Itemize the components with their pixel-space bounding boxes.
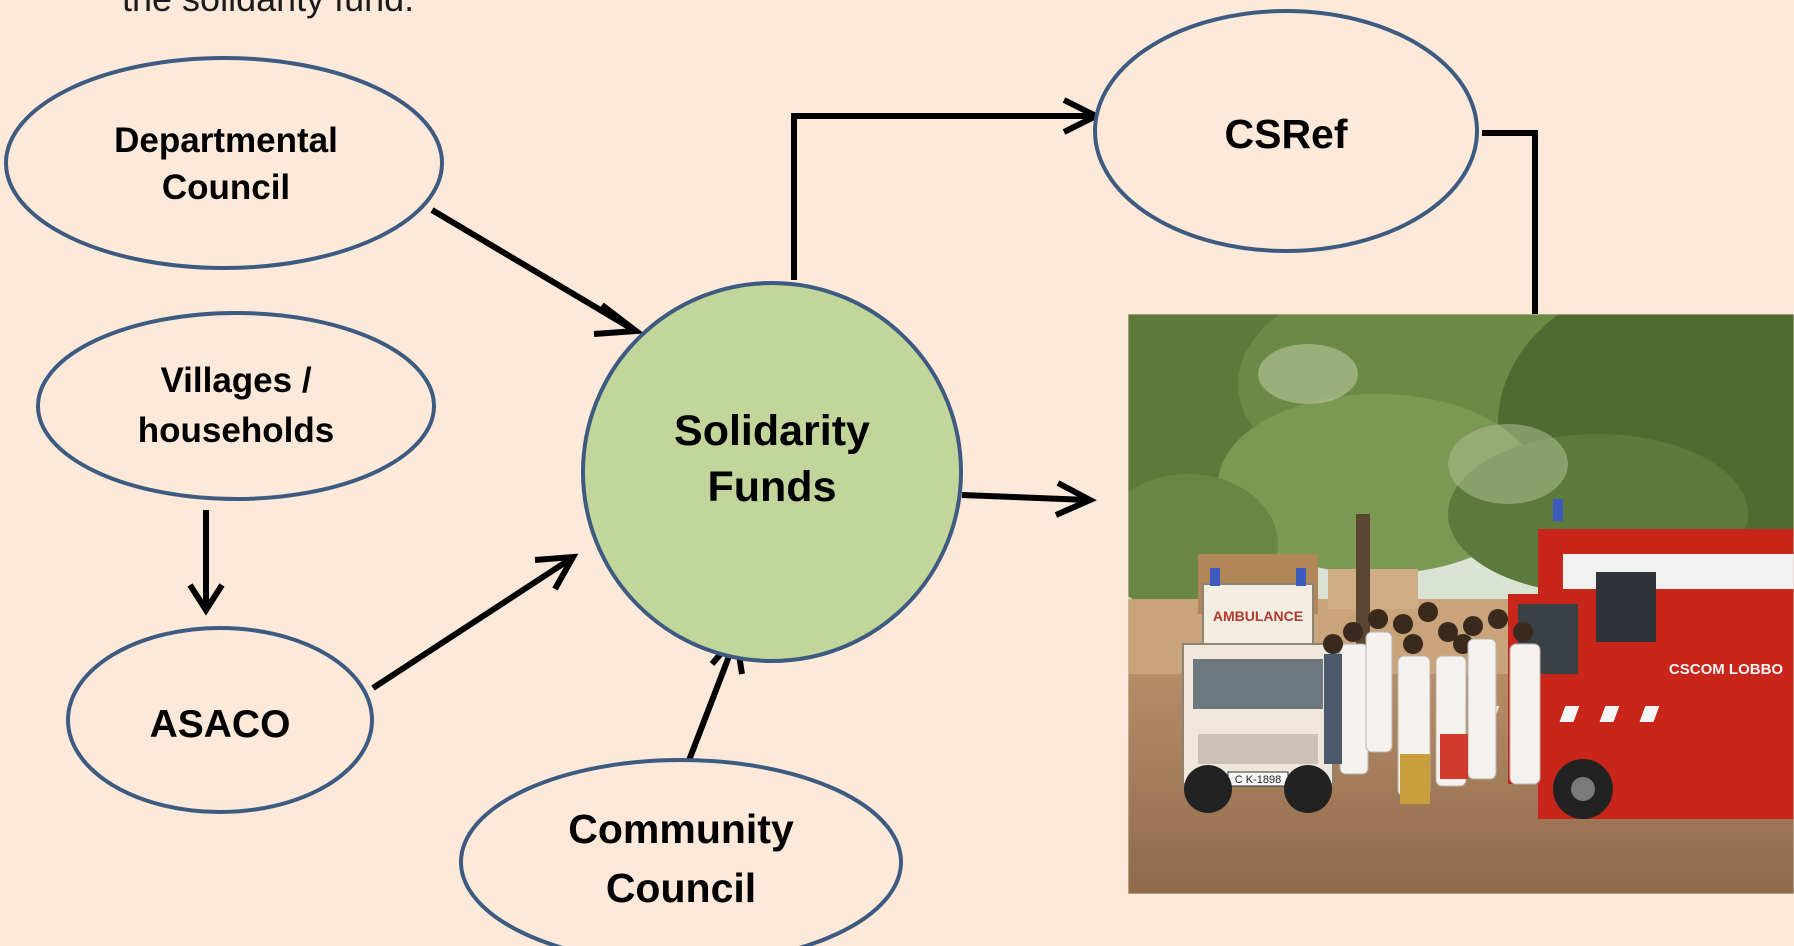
tree-canopy [1128,314,1794,614]
slide-header-text: the solidarity fund. [122,0,414,20]
community-council-label-line2: Council [606,865,756,911]
departmental-council-label-line1: Departmental [114,121,338,160]
node-villages-households: Villages / households [36,311,436,501]
solidarity-funds-label-line1: Solidarity [674,407,870,455]
arrow-villages-to-asaco [187,510,225,616]
villages-households-ellipse [36,311,436,501]
departmental-council-ellipse [4,56,444,270]
community-council-label-line1: Community [568,806,794,852]
node-asaco: ASACO [66,626,374,814]
white-ambulance: C K-1898 AMBULANCE [1182,568,1334,813]
node-csref: CSRef [1093,9,1479,253]
solidarity-funds-label-line2: Funds [708,463,837,511]
ambulance-label: AMBULANCE [1213,608,1303,624]
arrow-solidarity-to-photo [961,480,1097,518]
ambulance-photo-illustration: C K-1898 AMBULANCE CSCOM LOBBO [1128,314,1794,894]
csref-ellipse [1093,9,1479,253]
connector-csref-to-photo [1482,130,1538,314]
villages-households-label-line1: Villages / [160,361,311,400]
ambulance-plate: C K-1898 [1235,774,1281,786]
csref-label: CSRef [1224,111,1347,157]
ambulance-photo: C K-1898 AMBULANCE CSCOM LOBBO [1128,314,1794,894]
villages-households-label-line2: households [138,411,334,450]
node-solidarity-funds: Solidarity Funds [581,281,963,663]
community-council-ellipse [459,758,903,946]
health-staff-group [1323,602,1541,804]
arrow-departmental-to-solidarity [430,207,645,337]
arrow-asaco-to-solidarity [371,553,579,691]
truck-label: CSCOM LOBBO [1669,661,1783,678]
node-community-council: Community Council [459,758,903,946]
asaco-ellipse [66,626,374,814]
asaco-label: ASACO [150,703,291,746]
departmental-council-label-line2: Council [162,168,290,207]
solidarity-funds-circle [581,281,963,663]
arrow-solidarity-to-csref [791,97,1103,280]
node-departmental-council: Departmental Council [4,56,444,270]
